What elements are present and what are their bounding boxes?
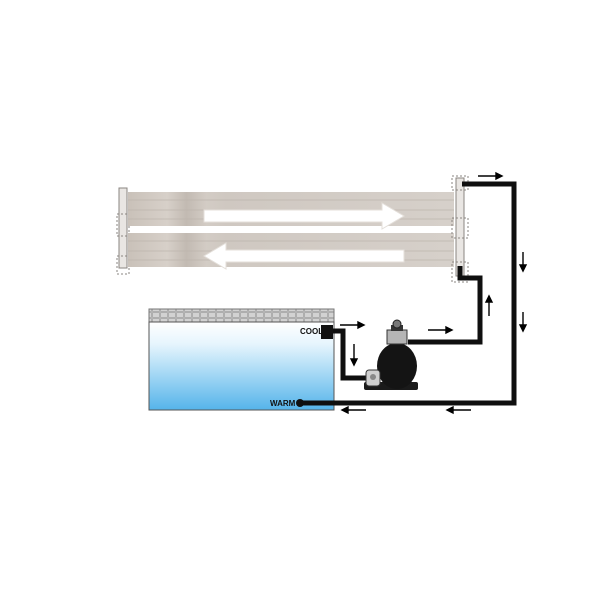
pool-water (148, 321, 335, 411)
filter-valve (386, 329, 408, 345)
arrow-up-panel-inlet (484, 294, 494, 316)
pool: COOL WARM (148, 308, 335, 411)
arrow-down-to-pump (349, 344, 359, 367)
arrow-left-return-1 (445, 405, 471, 415)
cool-outlet (321, 325, 333, 339)
pipe-pump-to-panel (408, 266, 483, 345)
arrow-left-return-2 (340, 405, 366, 415)
filter-tank (377, 343, 417, 389)
cool-label: COOL (300, 327, 323, 336)
flow-left-arrow (203, 242, 405, 270)
pipe-panel-to-pool (300, 181, 517, 406)
warm-label: WARM (270, 399, 296, 408)
direction-arrows (340, 171, 528, 415)
pool-tile-edge (148, 308, 335, 323)
filter-pump (364, 319, 418, 390)
pipe-pool-to-pump (333, 328, 370, 381)
valve-knob (392, 319, 402, 329)
arrow-right-pump-out (428, 325, 454, 335)
left-header-bar (116, 187, 130, 275)
motor-port (370, 374, 376, 380)
pipes (300, 181, 517, 406)
flow-right-arrow (203, 202, 405, 230)
arrow-down-right-2 (518, 312, 528, 333)
arrow-down-right-1 (518, 252, 528, 273)
right-header-bar (451, 175, 469, 283)
arrow-right-top (478, 171, 504, 181)
arrow-right-pool-out (340, 320, 366, 330)
solar-panel (116, 175, 469, 283)
